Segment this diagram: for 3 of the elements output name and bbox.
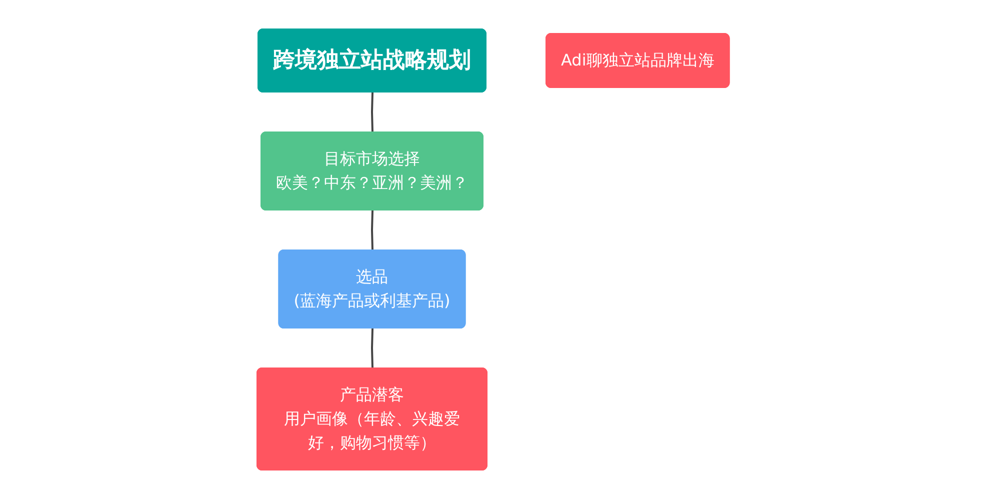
connector bbox=[370, 328, 374, 368]
connector bbox=[370, 210, 374, 250]
connector bbox=[370, 92, 374, 132]
